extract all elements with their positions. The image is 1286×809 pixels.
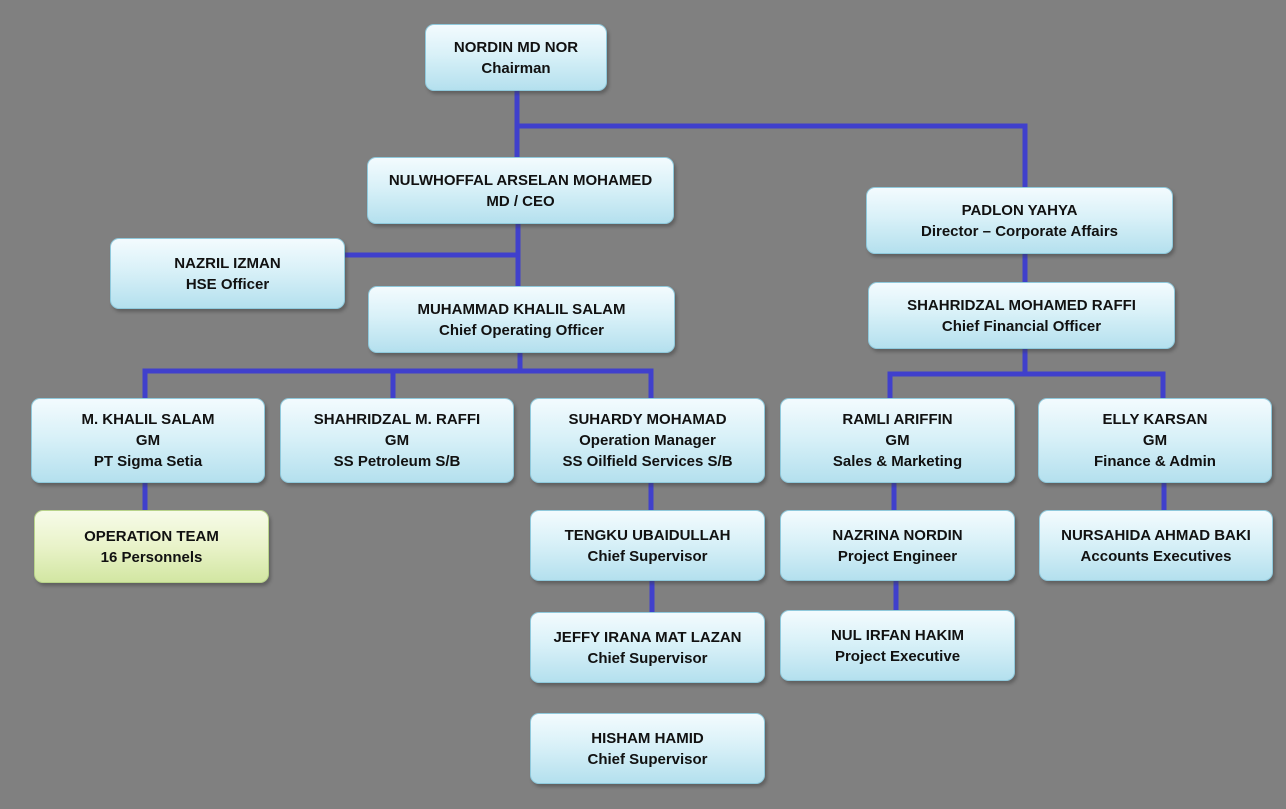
node-operation-team: OPERATION TEAM 16 Personnels [34,510,269,583]
node-project-executive: NUL IRFAN HAKIM Project Executive [780,610,1015,681]
node-cfo: SHAHRIDZAL MOHAMED RAFFI Chief Financial … [868,282,1175,349]
node-text-line: Project Executive [834,647,961,665]
node-text-line: Chief Supervisor [587,750,708,768]
node-text-line: Chief Financial Officer [941,317,1102,335]
node-text-line: SS Oilfield Services S/B [562,453,733,470]
node-text-line: NORDIN MD NOR [453,38,579,56]
node-hse-officer: NAZRIL IZMAN HSE Officer [110,238,345,309]
node-text-line: Chairman [481,59,551,77]
node-accounts-executives: NURSAHIDA AHMAD BAKI Accounts Executives [1039,510,1273,581]
node-text-line: Director – Corporate Affairs [921,222,1118,240]
node-text-line: PADLON YAHYA [961,201,1078,219]
node-gm-sales-marketing: RAMLI ARIFFIN GM Sales & Marketing [780,398,1015,483]
node-text-line: NUL IRFAN HAKIM [830,626,965,644]
node-text-line: SS Petroleum S/B [333,453,461,470]
node-text-line: HISHAM HAMID [591,729,704,747]
node-text-line: NURSAHIDA AHMAD BAKI [1061,526,1251,544]
node-text-line: Chief Supervisor [587,649,708,667]
node-text-line: Project Engineer [837,547,958,565]
node-text-line: TENGKU UBAIDULLAH [564,526,731,544]
node-text-line: NAZRIL IZMAN [174,254,281,272]
node-ceo: NULWHOFFAL ARSELAN MOHAMED MD / CEO [367,157,674,224]
node-text-line: RAMLI ARIFFIN [842,411,953,428]
node-text-line: GM [135,432,161,449]
node-text-line: SHAHRIDZAL M. RAFFI [313,411,481,428]
node-text-line: 16 Personnels [100,548,203,566]
node-text-line: SUHARDY MOHAMAD [568,411,727,428]
node-director-corporate-affairs: PADLON YAHYA Director – Corporate Affairs [866,187,1173,254]
node-text-line: GM [1142,432,1168,449]
connector-line [514,91,1028,187]
node-text-line: M. KHALIL SALAM [81,411,215,428]
node-text-line: Accounts Executives [1080,547,1232,565]
node-text-line: NAZRINA NORDIN [832,526,963,544]
node-chief-supervisor-hisham: HISHAM HAMID Chief Supervisor [530,713,765,784]
node-text-line: Operation Manager [579,432,716,449]
node-text-line: Chief Supervisor [587,547,708,565]
node-text-line: PT Sigma Setia [93,453,203,470]
node-text-line: MD / CEO [486,192,555,210]
node-coo: MUHAMMAD KHALIL SALAM Chief Operating Off… [368,286,675,353]
node-operation-manager: SUHARDY MOHAMAD Operation Manager SS Oilfi… [530,398,765,483]
node-text-line: OPERATION TEAM [84,527,219,545]
node-gm-finance-admin: ELLY KARSAN GM Finance & Admin [1038,398,1272,483]
node-text-line: HSE Officer [185,275,270,293]
node-text-line: JEFFY IRANA MAT LAZAN [553,628,742,646]
node-text-line: Chief Operating Officer [438,321,605,339]
connector-line [142,368,654,398]
node-text-line: GM [384,432,410,449]
node-text-line: GM [885,432,910,449]
node-chairman: NORDIN MD NOR Chairman [425,24,607,91]
node-project-engineer: NAZRINA NORDIN Project Engineer [780,510,1015,581]
node-chief-supervisor-tengku: TENGKU UBAIDULLAH Chief Supervisor [530,510,765,581]
node-text-line: NULWHOFFAL ARSELAN MOHAMED [388,171,653,189]
node-chief-supervisor-jeffy: JEFFY IRANA MAT LAZAN Chief Supervisor [530,612,765,683]
node-text-line: ELLY KARSAN [1102,411,1208,428]
node-text-line: Finance & Admin [1094,453,1216,470]
connector-line [887,371,1166,398]
node-gm-pt-sigma-setia: M. KHALIL SALAM GM PT Sigma Setia [31,398,265,483]
node-text-line: Sales & Marketing [832,453,963,470]
node-gm-ss-petroleum: SHAHRIDZAL M. RAFFI GM SS Petroleum S/B [280,398,514,483]
node-text-line: MUHAMMAD KHALIL SALAM [417,300,626,318]
node-text-line: SHAHRIDZAL MOHAMED RAFFI [907,296,1136,314]
